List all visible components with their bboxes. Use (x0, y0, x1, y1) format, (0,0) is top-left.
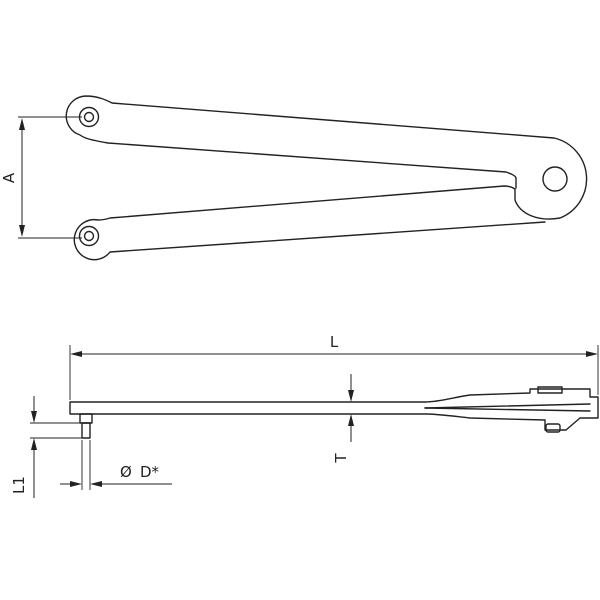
dim-l-arrow-left (70, 351, 82, 357)
dim-t-arrow-upper (348, 390, 354, 402)
pin (81, 422, 91, 439)
pin-collar (79, 413, 93, 424)
dim-a-arrow-top (19, 118, 25, 130)
dim-l1-arrow-lower (31, 438, 37, 450)
dim-l-arrow-right (586, 351, 598, 357)
dim-l-label: L (330, 333, 339, 351)
dim-d-diameter-symbol: Ø (120, 463, 132, 481)
wrench-outline-top (65, 95, 588, 261)
taper-line-lower (424, 407, 591, 412)
dim-t-label: T (332, 453, 350, 464)
pivot-hole (542, 166, 568, 192)
top-view: A (0, 95, 588, 261)
dim-l1-arrow-upper (31, 411, 37, 423)
side-view: L T L1 Ø D* (10, 333, 599, 498)
dim-l1-label: L1 (10, 476, 28, 494)
dim-t-arrow-lower (348, 414, 354, 426)
pin-hole-lower-outer (78, 225, 100, 247)
dim-a-label: A (0, 172, 18, 183)
pin-hole-upper-inner (83, 111, 95, 123)
dim-d-arrow-left (70, 481, 82, 487)
pivot-boss-bottom (545, 423, 561, 433)
pivot-boss-top (537, 386, 563, 394)
pin-hole-lower-inner (83, 230, 95, 242)
wrench-bar-side (69, 388, 599, 431)
dim-a-arrow-bottom (19, 225, 25, 237)
taper-line-upper (424, 403, 591, 409)
pin-hole-upper-outer (78, 106, 100, 128)
dim-d-label: D* (140, 463, 160, 481)
dim-d-arrow-right (90, 481, 102, 487)
